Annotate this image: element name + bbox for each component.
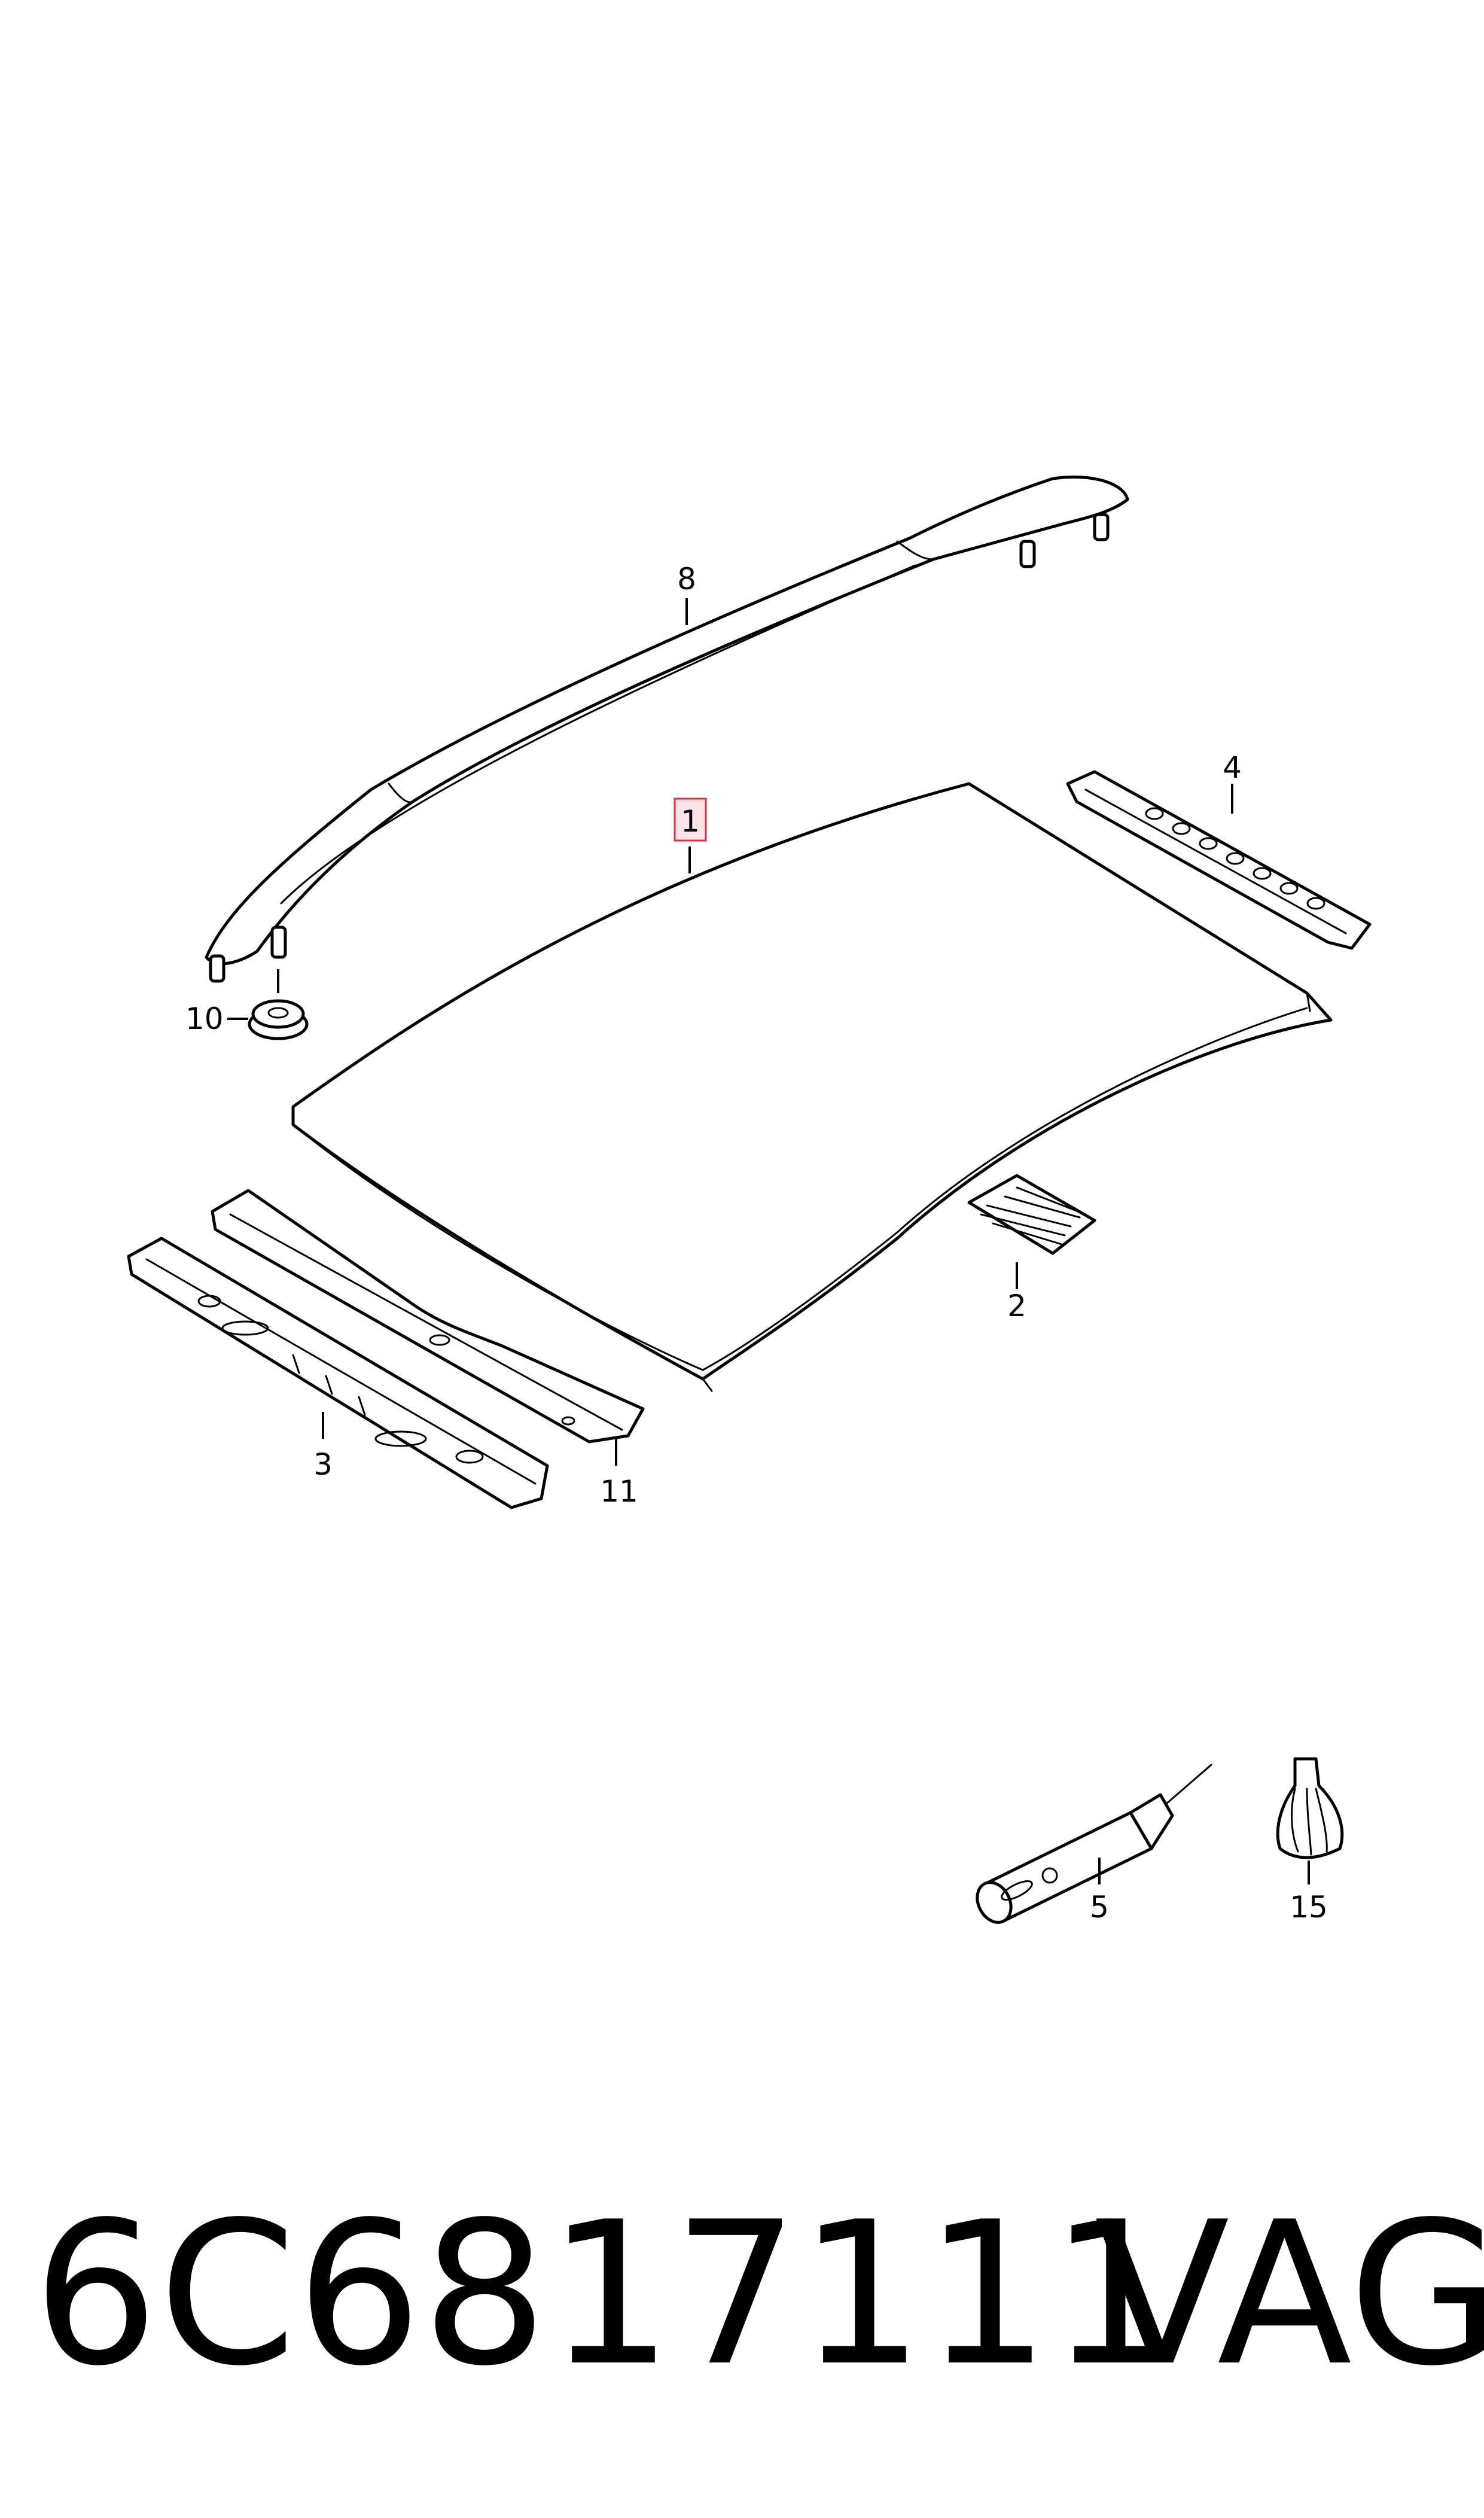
front-cross-member-part[interactable] bbox=[127, 1237, 549, 1509]
roof-rail-part[interactable] bbox=[205, 475, 1129, 983]
callout-label-8[interactable]: 8 bbox=[677, 562, 696, 596]
callout-label-1[interactable]: 1 bbox=[681, 804, 700, 839]
nut-part[interactable] bbox=[248, 969, 309, 1040]
callout-label-15[interactable]: 15 bbox=[1290, 1890, 1328, 1925]
rear-cross-member-part[interactable] bbox=[1066, 770, 1372, 950]
callout-label-3[interactable]: 3 bbox=[313, 1447, 333, 1482]
roof-panel-part[interactable] bbox=[291, 782, 1333, 1392]
sealant-tube-part[interactable] bbox=[971, 1764, 1212, 1928]
callout-label-11[interactable]: 11 bbox=[600, 1474, 638, 1509]
callout-label-4[interactable]: 4 bbox=[1223, 750, 1242, 785]
part-number-text: 6C6817111 bbox=[33, 2179, 1176, 2409]
sealing-strip-part[interactable] bbox=[967, 1174, 1096, 1255]
callout-highlight-box bbox=[674, 797, 707, 842]
callout-label-5[interactable]: 5 bbox=[1090, 1890, 1109, 1925]
cap-part[interactable] bbox=[1276, 1757, 1344, 1859]
callout-label-10[interactable]: 10 bbox=[185, 1001, 224, 1036]
callout-label-2[interactable]: 2 bbox=[1007, 1289, 1026, 1323]
windscreen-frame-part[interactable] bbox=[211, 1189, 645, 1444]
brand-text: VAG bbox=[1095, 2179, 1484, 2409]
